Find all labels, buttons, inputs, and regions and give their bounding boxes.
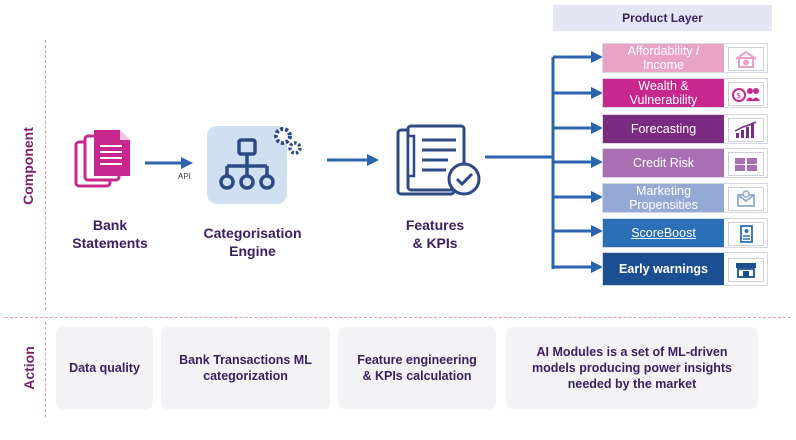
cards-icon: [728, 152, 764, 176]
shop-icon: [728, 258, 764, 282]
left-divider: [45, 40, 46, 310]
product-scoreboost[interactable]: ScoreBoost: [602, 218, 768, 248]
growth-chart-icon: [728, 118, 764, 142]
product-forecasting[interactable]: Forecasting: [602, 114, 768, 144]
component-label: Component: [20, 127, 36, 205]
product-forecasting-label: Forecasting: [603, 115, 724, 143]
document-check-icon: [396, 124, 481, 196]
house-dollar-icon: [728, 47, 764, 71]
action-feature-engineering: Feature engineering& KPIs calculation: [338, 327, 496, 409]
api-label: API: [178, 172, 191, 181]
product-credit-risk[interactable]: Credit Risk: [602, 148, 768, 178]
fan-out-connector: [485, 51, 603, 273]
action-label: Action: [21, 346, 37, 390]
product-scoreboost-label: ScoreBoost: [603, 219, 724, 247]
product-wealth-label: Wealth &Vulnerability: [603, 79, 724, 107]
arrow-to-features: [327, 154, 379, 166]
document-icon: [728, 222, 764, 246]
money-people-icon: $: [728, 82, 764, 106]
arrow-to-engine: [145, 157, 193, 169]
product-early-warnings-label: Early warnings: [603, 253, 724, 285]
left-divider-bottom: [45, 322, 46, 417]
product-layer-header: Product Layer: [553, 5, 772, 31]
product-early-warnings[interactable]: Early warnings: [602, 252, 768, 286]
section-divider: [5, 317, 791, 318]
hierarchy-gears-icon: [207, 126, 302, 204]
documents-icon: [74, 130, 130, 188]
product-wealth[interactable]: Wealth &Vulnerability $: [602, 78, 768, 108]
svg-text:$: $: [736, 91, 741, 100]
product-affordability[interactable]: Affordability /Income: [602, 43, 768, 73]
mail-icon: [728, 187, 764, 211]
features-label: Features& KPIs: [405, 217, 465, 251]
product-affordability-label: Affordability /Income: [603, 44, 724, 72]
action-data-quality: Data quality: [56, 327, 153, 409]
product-credit-risk-label: Credit Risk: [603, 149, 724, 177]
